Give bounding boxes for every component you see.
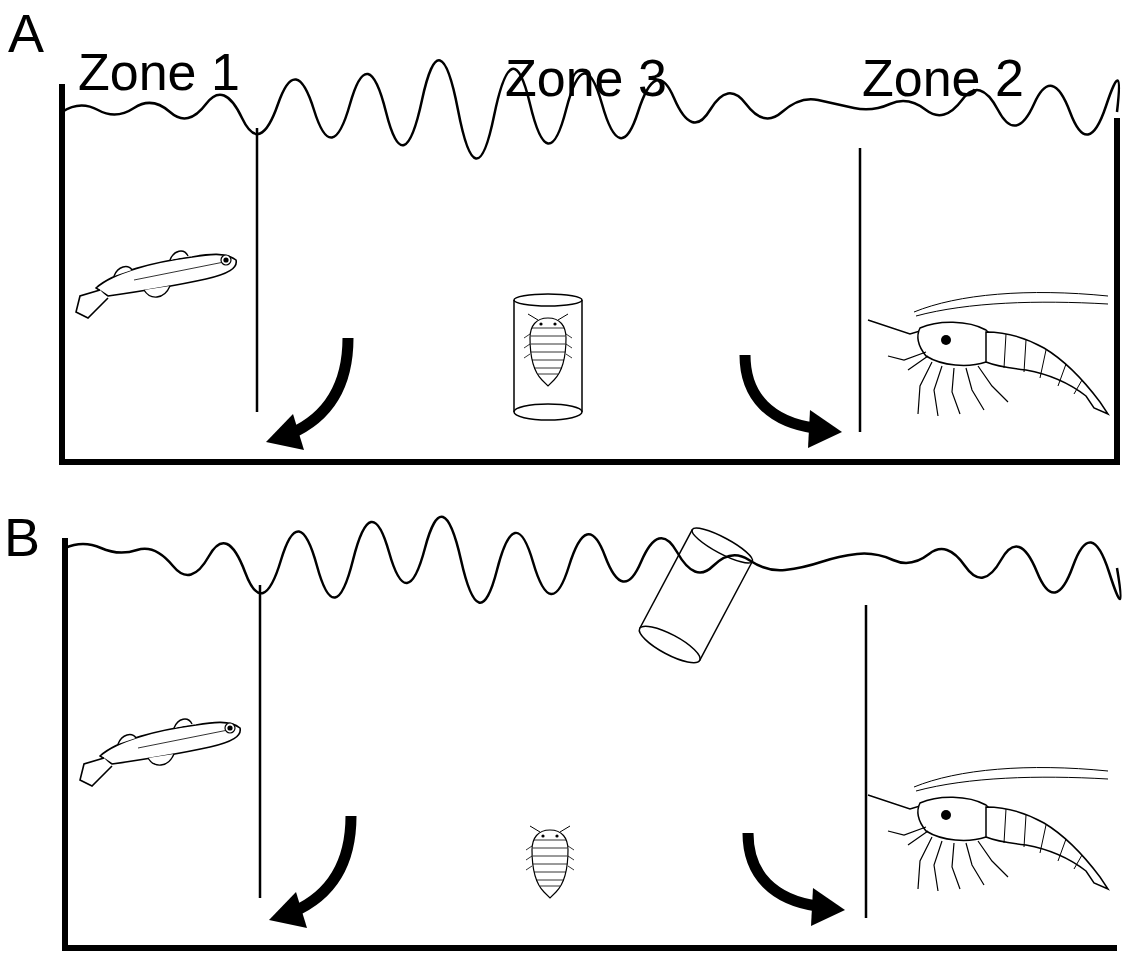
zone-label: Zone 2 (862, 52, 1024, 104)
zone-label: Zone 1 (78, 46, 240, 98)
panel-letter: A (8, 6, 44, 60)
panel-letter: B (4, 510, 40, 564)
zone-label: Zone 3 (505, 52, 667, 104)
